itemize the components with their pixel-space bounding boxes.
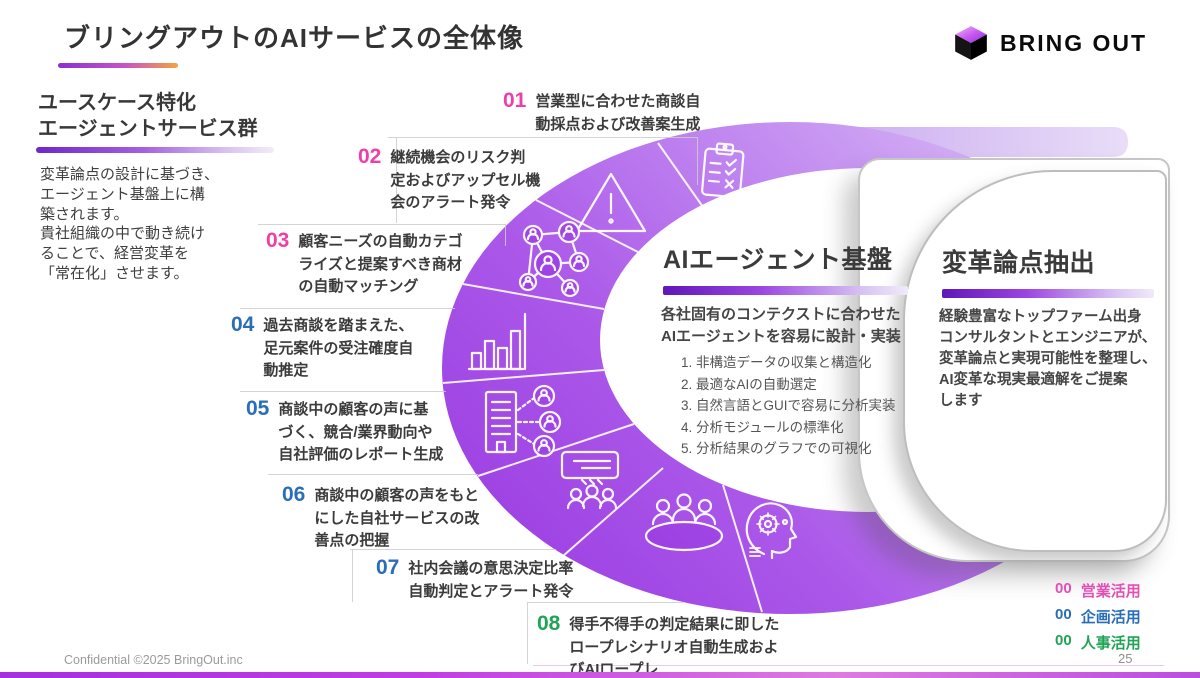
ring-annulus bbox=[442, 122, 1138, 614]
agent-platform-title: AIエージェント基盤 bbox=[663, 246, 893, 274]
page-title: ブリングアウトのAIサービスの全体像 bbox=[64, 23, 525, 53]
legend-number: 00 bbox=[1055, 580, 1072, 597]
connector-line bbox=[240, 391, 446, 392]
use-case-number: 01 bbox=[503, 89, 527, 112]
use-case-text: 継続機会のリスク判 定およびアップセル機 会のアラート発令 bbox=[390, 149, 541, 211]
agent-platform-description: 各社固有のコンテクストに合わせた AIエージェントを容易に設計・実装 bbox=[661, 306, 901, 345]
sidebar-description: 変革論点の設計に基づき、 エージェント基盤上に構 築されます。 貴社組織の中で動… bbox=[40, 166, 219, 282]
presentation-audience-icon bbox=[560, 450, 620, 510]
connector-line bbox=[350, 549, 556, 550]
page-number: 25 bbox=[1118, 651, 1133, 666]
people-network-icon bbox=[518, 220, 590, 298]
use-case-number: 06 bbox=[282, 483, 306, 506]
transformation-title: 変革論点抽出 bbox=[942, 249, 1096, 277]
ring-divider bbox=[722, 484, 763, 613]
legend-item: 00 人事活用 bbox=[1055, 632, 1141, 653]
ring-divider bbox=[462, 283, 605, 310]
ring-divider bbox=[657, 142, 704, 208]
use-case-number: 03 bbox=[266, 229, 290, 252]
ring-dividers bbox=[442, 142, 763, 613]
use-case-text: 過去商談を踏まえた、 足元案件の受注確度自 動推定 bbox=[263, 317, 414, 379]
cube-logo-icon bbox=[955, 26, 987, 60]
legend-item: 00 企画活用 bbox=[1055, 606, 1141, 627]
connector-line bbox=[268, 474, 478, 475]
connector-line bbox=[527, 602, 528, 664]
clipboard-checklist-icon bbox=[701, 142, 745, 199]
agent-platform-list: 1. 非構造データの収集と構造化 2. 最適なAIの自動選定 3. 自然言語とG… bbox=[681, 352, 896, 460]
use-case-number: 02 bbox=[358, 145, 382, 168]
agent-platform-list-item: 2. 最適なAIの自動選定 bbox=[681, 376, 817, 392]
sidebar-accent-bar bbox=[36, 147, 274, 153]
use-case-item: 03 顧客ニーズの自動カテゴ ライズと提案すべき商材 の自動マッチング bbox=[266, 229, 463, 299]
agent-platform-list-item: 3. 自然言語とGUIで容易に分析実装 bbox=[681, 398, 896, 414]
agent-platform-list-item: 5. 分析結果のグラフでの可視化 bbox=[681, 441, 872, 457]
ring-divider bbox=[562, 467, 664, 557]
ring-divider bbox=[535, 199, 639, 253]
confidential-note: Confidential ©2025 BringOut.inc bbox=[64, 653, 243, 667]
sidebar-heading: ユースケース特化 エージェントサービス群 bbox=[38, 92, 258, 140]
meeting-table-icon bbox=[644, 493, 724, 552]
use-case-item: 05 商談中の顧客の声に基 づく、競合/業界動向や 自社評価のレポート生成 bbox=[246, 397, 444, 467]
use-case-number: 08 bbox=[537, 612, 561, 635]
legend-number: 00 bbox=[1055, 632, 1072, 649]
ring-divider bbox=[477, 423, 635, 477]
connector-line bbox=[240, 308, 455, 309]
use-case-text: 顧客ニーズの自動カテゴ ライズと提案すべき商材 の自動マッチング bbox=[298, 233, 463, 295]
legend-label: 人事活用 bbox=[1080, 635, 1141, 652]
company-contacts-icon bbox=[484, 384, 562, 458]
use-case-number: 04 bbox=[231, 313, 255, 336]
connector-line bbox=[352, 549, 353, 602]
connector-line bbox=[396, 137, 397, 223]
use-case-item: 08 得手不得手の判定結果に即した ロープレシナリオ自動生成およ びAIロープレ bbox=[537, 612, 780, 678]
ring-divider bbox=[442, 369, 605, 384]
use-case-number: 05 bbox=[246, 397, 270, 420]
use-case-item: 06 商談中の顧客の声をもと にした自社サービスの改 善点の把握 bbox=[282, 483, 480, 553]
use-case-text: 商談中の顧客の声に基 づく、競合/業界動向や 自社評価のレポート生成 bbox=[278, 401, 444, 463]
logo-text: BRING OUT bbox=[1000, 29, 1148, 56]
agent-platform-list-item: 1. 非構造データの収集と構造化 bbox=[681, 355, 872, 370]
connector-line bbox=[697, 137, 698, 185]
legend-number: 00 bbox=[1055, 606, 1072, 623]
title-accent-bar bbox=[58, 63, 178, 68]
alert-triangle-icon bbox=[575, 172, 647, 233]
bar-chart-icon bbox=[467, 312, 527, 371]
legend-label: 営業活用 bbox=[1080, 583, 1141, 600]
use-case-item: 04 過去商談を踏まえた、 足元案件の受注確度自 動推定 bbox=[231, 313, 414, 383]
use-case-text: 営業型に合わせた商談自 動採点および改善案生成 bbox=[535, 93, 701, 133]
agent-platform-accent-bar bbox=[663, 286, 908, 295]
use-case-item: 07 社内会議の意思決定比率 自動判定とアラート発令 bbox=[376, 556, 574, 603]
transformation-accent-bar bbox=[942, 289, 1154, 298]
use-case-item: 02 継続機会のリスク判 定およびアップセル機 会のアラート発令 bbox=[358, 145, 541, 215]
connector-line bbox=[527, 602, 683, 603]
use-case-text: 社内会議の意思決定比率 自動判定とアラート発令 bbox=[408, 560, 574, 600]
bring-out-logo: BRING OUT bbox=[952, 24, 1147, 62]
use-case-item: 01 営業型に合わせた商談自 動採点および改善案生成 bbox=[503, 89, 701, 136]
legend-item: 00 営業活用 bbox=[1055, 580, 1141, 601]
connector-line bbox=[505, 224, 506, 246]
use-case-number: 07 bbox=[376, 556, 400, 579]
connector-line bbox=[258, 224, 505, 225]
use-case-text: 得手不得手の判定結果に即した ロープレシナリオ自動生成およ びAIロープレ bbox=[569, 616, 780, 678]
legend-label: 企画活用 bbox=[1080, 609, 1141, 626]
use-case-text: 商談中の顧客の声をもと にした自社サービスの改 善点の把握 bbox=[314, 487, 480, 549]
divider-line bbox=[533, 665, 1164, 666]
ai-head-gear-icon bbox=[745, 502, 798, 560]
agent-platform-list-item: 4. 分析モジュールの標準化 bbox=[681, 419, 844, 435]
connector-line bbox=[388, 137, 697, 138]
legend: 00 営業活用 00 企画活用 00 人事活用 bbox=[1055, 580, 1141, 653]
transformation-description: 経験豊富なトップファーム出身 コンサルタントとエンジニアが、 変革論点と実現可能… bbox=[939, 309, 1157, 410]
bottom-accent-bar bbox=[0, 672, 1200, 678]
transformation-card bbox=[903, 170, 1167, 552]
